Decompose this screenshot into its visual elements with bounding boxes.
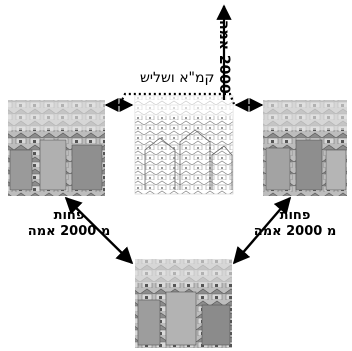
top-distance-label: 2000 אמה (216, 20, 232, 94)
right-distance-label-line1: פחות (279, 208, 311, 223)
left-diagonal-arrow (64, 196, 134, 265)
dotted-line-label: קמ"א ושליש (140, 70, 215, 86)
town-image-left (8, 100, 105, 196)
left-distance-label-line1: פחות (53, 208, 85, 223)
right-distance-label-line2: מ 2000 אמה (253, 224, 337, 239)
left-distance-label: פחות מ 2000 אמה (24, 208, 114, 240)
right-distance-label: פחות מ 2000 אמה (247, 208, 343, 240)
town-image-bottom (135, 259, 232, 348)
town-image-right (263, 100, 347, 196)
dotted-boundary-line (119, 92, 236, 105)
town-image-center (134, 95, 234, 195)
right-diagonal-arrow (232, 196, 292, 265)
left-distance-label-line2: מ 2000 אמה (27, 224, 111, 239)
